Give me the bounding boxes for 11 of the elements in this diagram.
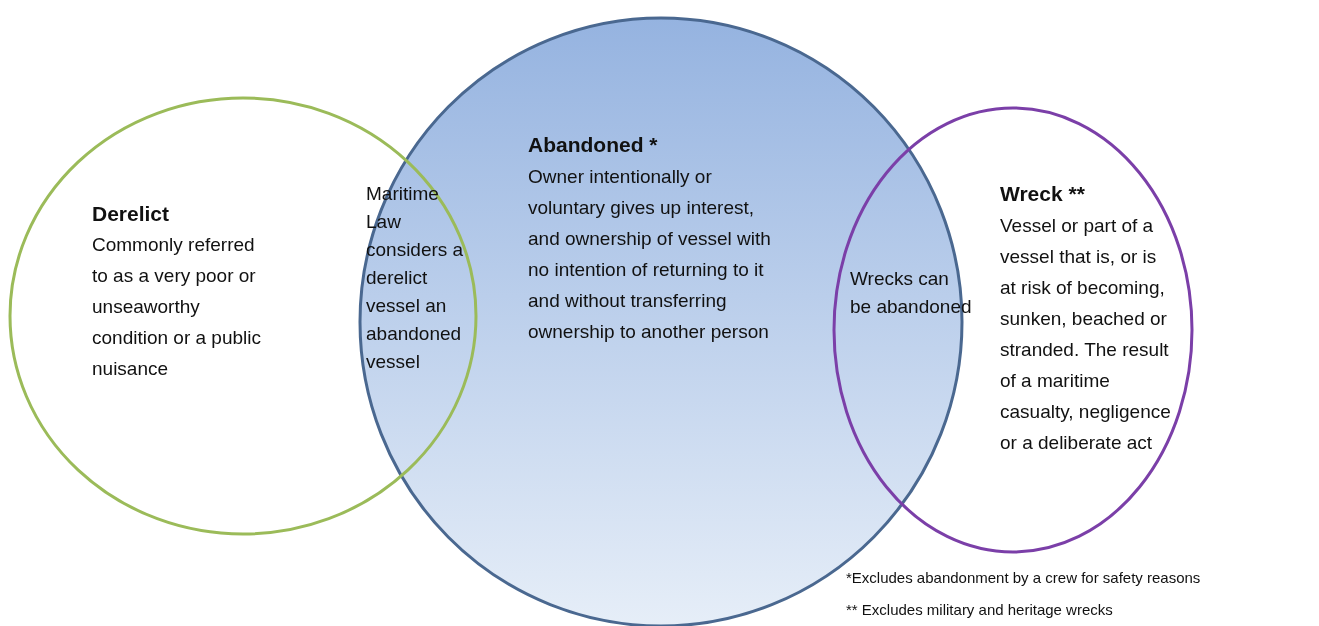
venn-circle: [832, 106, 1194, 554]
node-heading: Derelict: [92, 201, 171, 227]
overlap-text: Wrecks can be abandoned: [850, 267, 973, 319]
node-text: Vessel or part of a vessel that is, or is at risk of becoming, sunken, beached or stranded. The result of a maritime casualty, negligence or a deliberate act: [1000, 214, 1172, 455]
footnote: *Excludes abandonment by a crew for safety reasons: [846, 568, 1201, 588]
node-heading: Abandoned *: [528, 132, 659, 158]
footnote: ** Excludes military and heritage wrecks: [846, 600, 1113, 620]
node-heading: Wreck **: [1000, 181, 1086, 207]
node-text: Commonly referred to as a very poor or unseaworthy condition or a public nuisance: [92, 233, 262, 381]
venn-circle: [8, 96, 478, 536]
node-text: Owner intentionally or voluntary gives up interest, and ownership of vessel with no intention of returning to it and without transferring ownership to another person: [528, 165, 772, 344]
